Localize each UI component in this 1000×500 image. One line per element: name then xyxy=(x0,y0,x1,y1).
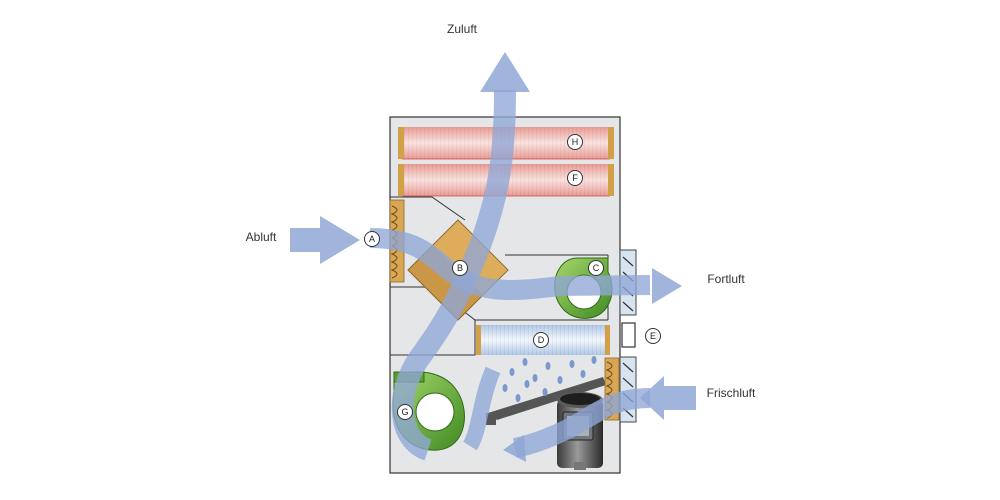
badge-f-text: F xyxy=(572,173,578,183)
badge-e: E xyxy=(645,328,661,344)
return-arrowhead xyxy=(503,435,526,462)
badge-h-text: H xyxy=(572,137,579,147)
damper-box-e xyxy=(621,322,636,348)
badge-a: A xyxy=(364,231,380,247)
badge-h: H xyxy=(567,134,583,150)
abluft-label: Abluft xyxy=(246,230,277,244)
fresh-air-path xyxy=(512,388,651,458)
g-to-d-path xyxy=(462,366,501,451)
condensate-tray xyxy=(486,377,606,425)
badge-c: C xyxy=(588,260,604,276)
badge-e-text: E xyxy=(650,331,656,341)
abluft-arrow xyxy=(290,216,360,264)
badge-g: G xyxy=(397,404,413,420)
badge-g-text: G xyxy=(401,407,408,417)
frischluft-label: Frischluft xyxy=(707,386,756,400)
badge-c-text: C xyxy=(593,263,600,273)
badge-f: F xyxy=(567,170,583,186)
fortluft-arrowhead xyxy=(652,268,682,304)
condensate-droplets xyxy=(502,356,597,402)
zuluft-label: Zuluft xyxy=(447,22,478,36)
fortluft-label: Fortluft xyxy=(707,272,745,286)
airflow-arrowheads xyxy=(290,52,696,462)
badge-b: B xyxy=(452,260,468,276)
badge-b-text: B xyxy=(457,263,463,273)
badge-d-text: D xyxy=(538,335,545,345)
frischluft-arrow xyxy=(640,376,696,420)
badge-d: D xyxy=(533,332,549,348)
extract-air-path xyxy=(369,228,651,300)
zuluft-arrowhead xyxy=(480,52,530,92)
badge-a-text: A xyxy=(369,234,375,244)
